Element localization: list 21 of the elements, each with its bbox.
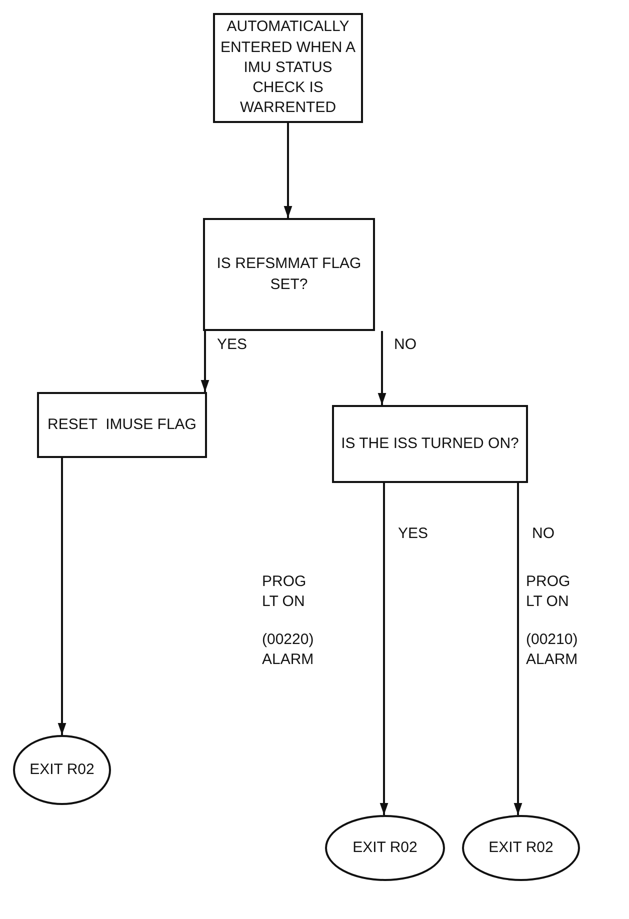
process-box	[203, 218, 375, 331]
process-box	[332, 405, 528, 483]
node-text: AUTOMATICALLY ENTERED WHEN A IMU STATUS CHECK IS WARRENTED	[219, 17, 356, 118]
arrow	[380, 483, 388, 815]
node-text: IS REFSMMAT FLAG SET?	[216, 254, 362, 294]
arrow	[58, 458, 66, 735]
annotation-text: (00210) ALARM	[526, 630, 579, 670]
arrow	[200, 331, 210, 392]
node-text: EXIT R02	[488, 838, 554, 858]
annotation-text: PROG LT ON	[262, 572, 308, 612]
node-text: EXIT R02	[352, 838, 418, 858]
node-text: EXIT R02	[28, 760, 96, 780]
node-text: RESET IMUSE FLAG	[46, 414, 198, 435]
process-box	[213, 13, 363, 123]
annotation-text: PROG LT ON	[526, 572, 572, 612]
annotation-text: (00220) ALARM	[262, 630, 315, 670]
arrow	[378, 331, 386, 405]
arrow	[284, 123, 292, 218]
node-text: IS THE ISS TURNED ON?	[340, 434, 520, 454]
arrow	[514, 483, 522, 815]
process-box	[37, 392, 207, 458]
